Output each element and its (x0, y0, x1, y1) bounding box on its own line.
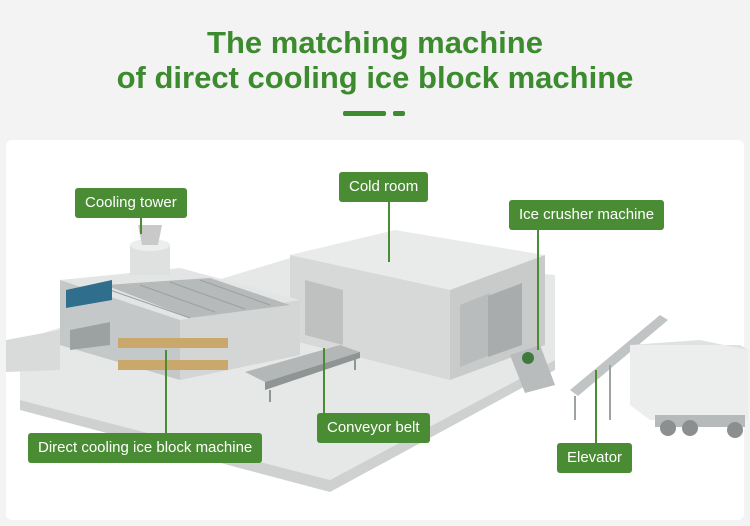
leader-conveyor-belt (323, 348, 325, 413)
cold-room-door-left (305, 280, 343, 345)
conveyor-belt-unit (245, 345, 360, 402)
ice-crusher-unit (510, 345, 555, 393)
leader-elevator (595, 370, 597, 445)
leader-cooling-tower (140, 218, 142, 234)
leader-cold-room (388, 202, 390, 262)
label-direct-cooling-ice-block-machine: Direct cooling ice block machine (28, 433, 263, 463)
label-cooling-tower: Cooling tower (75, 188, 187, 218)
label-ice-crusher-machine: Ice crusher machine (509, 200, 665, 230)
leader-direct-cooling (165, 350, 167, 435)
leader-ice-crusher (537, 230, 539, 350)
ice-moulds (118, 338, 228, 348)
label-conveyor-belt: Conveyor belt (317, 413, 430, 443)
cooling-tower-unit (130, 225, 170, 275)
title-underline-long (343, 111, 386, 116)
cold-room-door-right (460, 293, 490, 367)
ice-block-machine (60, 268, 300, 380)
ground-slab-edge (20, 360, 555, 492)
label-cold-room: Cold room (339, 172, 429, 202)
title-line-1: The matching machine (207, 25, 543, 60)
side-step (6, 330, 60, 372)
truck (630, 340, 748, 438)
label-elevator: Elevator (557, 443, 633, 473)
title-underline-short (393, 111, 405, 116)
header: The matching machine of direct cooling i… (0, 0, 750, 135)
title-line-2: of direct cooling ice block machine (116, 60, 634, 95)
motor-unit (66, 280, 112, 308)
elevator-unit (570, 315, 668, 420)
